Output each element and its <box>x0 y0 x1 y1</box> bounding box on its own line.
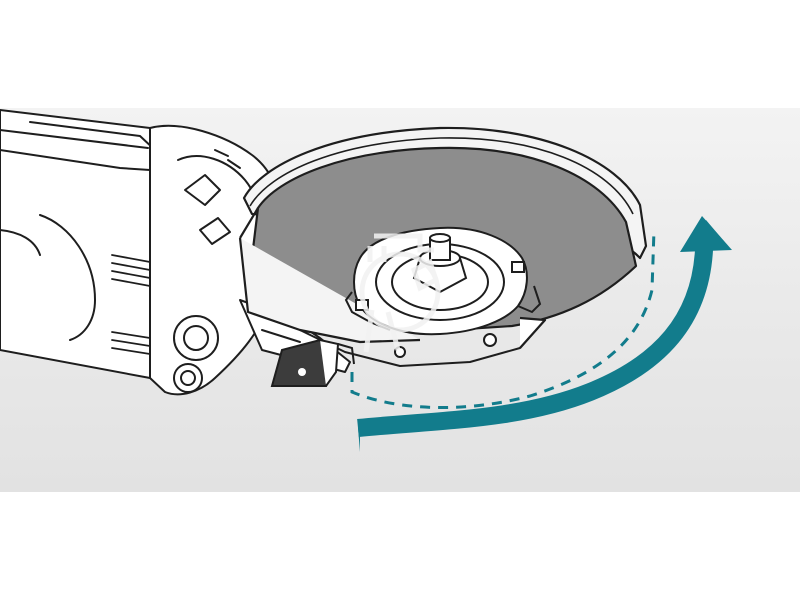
guard-lock-lever <box>270 338 355 387</box>
spindle-flange <box>344 226 542 358</box>
wrench-watermark <box>359 233 441 353</box>
dashed-rotation-path <box>350 229 656 409</box>
rotation-arrow <box>357 216 732 452</box>
vent-slots <box>111 254 151 355</box>
